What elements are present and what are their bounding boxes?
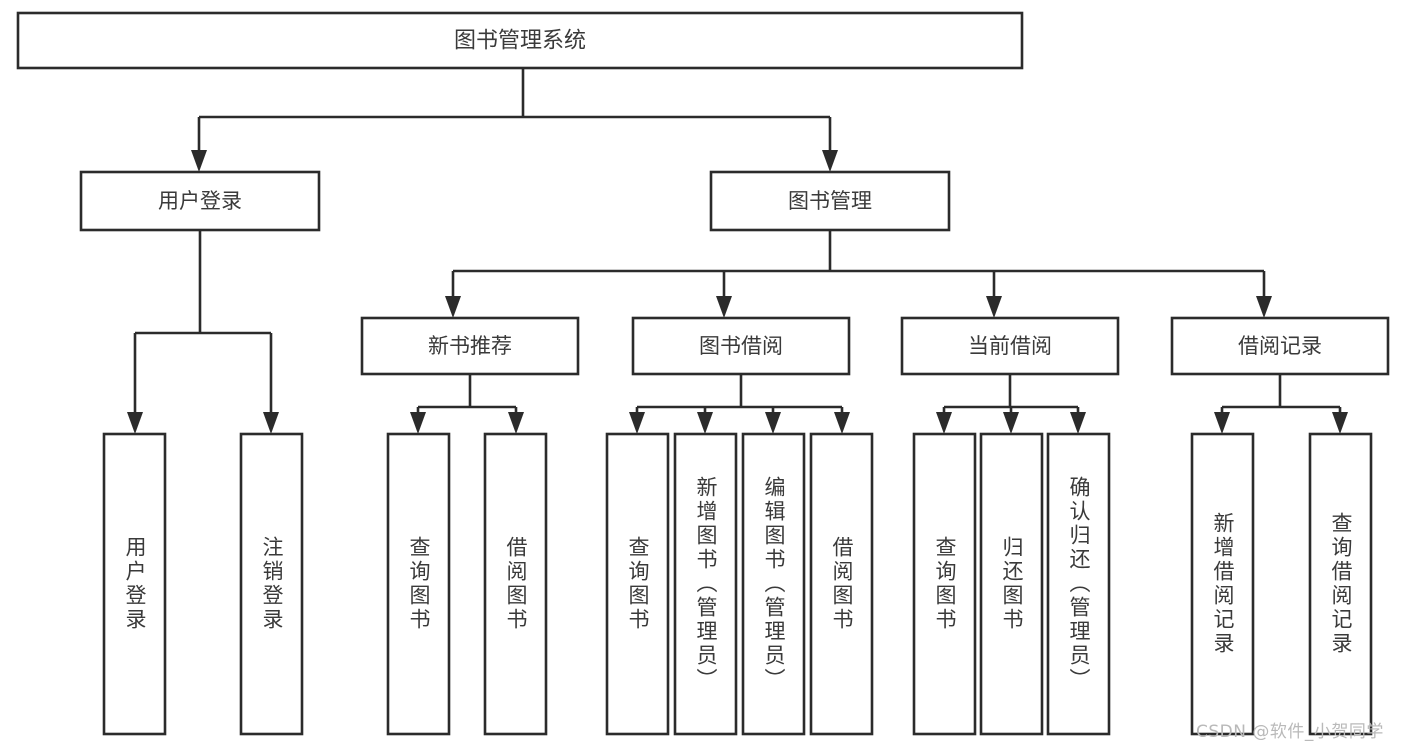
node-box-root[interactable]: [16, 11, 1024, 70]
node-label-new-book-rec: 新书推荐: [428, 334, 512, 358]
arrow-head-icon: [1214, 412, 1230, 434]
conn-newbook-split: [410, 374, 524, 434]
connector-layer: [127, 68, 1348, 434]
node-label-book-manage: 图书管理: [788, 189, 872, 213]
node-box-leaf-query-record[interactable]: [1308, 432, 1373, 736]
conn-manage-split: [445, 230, 1272, 318]
node-box-leaf-borrow-book-2[interactable]: [809, 432, 874, 736]
node-box-leaf-query-book-1[interactable]: [386, 432, 451, 736]
node-box-leaf-edit-book[interactable]: [741, 432, 806, 736]
node-label-borrow-record: 借阅记录: [1238, 334, 1322, 358]
arrow-head-icon: [410, 412, 426, 434]
node-box-leaf-borrow-book-1[interactable]: [483, 432, 548, 736]
node-box-new-book-rec[interactable]: [360, 316, 580, 376]
node-box-leaf-user-logout[interactable]: [239, 432, 304, 736]
node-box-current-borrow[interactable]: [900, 316, 1120, 376]
node-box-borrow-record[interactable]: [1170, 316, 1390, 376]
node-box-leaf-add-book[interactable]: [673, 432, 738, 736]
arrow-head-icon: [697, 412, 713, 434]
node-box-user-login[interactable]: [79, 170, 321, 232]
node-box-leaf-query-book-2[interactable]: [605, 432, 670, 736]
conn-borrow-split: [629, 374, 850, 434]
arrow-head-icon: [765, 412, 781, 434]
node-box-layer: [16, 11, 1390, 736]
conn-current-split: [936, 374, 1086, 434]
node-box-leaf-return-book[interactable]: [979, 432, 1044, 736]
arrow-head-icon: [1003, 412, 1019, 434]
node-box-book-manage[interactable]: [709, 170, 951, 232]
arrow-head-icon: [834, 412, 850, 434]
arrow-head-icon: [936, 412, 952, 434]
arrow-head-icon: [1332, 412, 1348, 434]
node-label-user-login: 用户登录: [158, 189, 242, 213]
arrow-head-icon: [508, 412, 524, 434]
node-label-current-borrow: 当前借阅: [968, 334, 1052, 358]
conn-root-split: [191, 68, 838, 172]
arrow-head-icon: [445, 296, 461, 318]
node-box-leaf-confirm-return[interactable]: [1046, 432, 1111, 736]
arrow-head-icon: [629, 412, 645, 434]
arrow-head-icon: [127, 412, 143, 434]
node-box-book-borrow[interactable]: [631, 316, 851, 376]
arrow-head-icon: [716, 296, 732, 318]
conn-record-split: [1214, 374, 1348, 434]
node-box-leaf-query-book-3[interactable]: [912, 432, 977, 736]
arrow-head-icon: [822, 150, 838, 172]
node-box-leaf-add-record[interactable]: [1190, 432, 1255, 736]
arrow-head-icon: [191, 150, 207, 172]
arrow-head-icon: [986, 296, 1002, 318]
node-box-leaf-user-login[interactable]: [102, 432, 167, 736]
arrow-head-icon: [263, 412, 279, 434]
conn-login-split: [127, 230, 279, 434]
node-label-root: 图书管理系统: [454, 29, 586, 54]
node-label-book-borrow: 图书借阅: [699, 334, 783, 358]
arrow-head-icon: [1070, 412, 1086, 434]
csdn-watermark: CSDN @软件_小贺同学: [1196, 722, 1384, 742]
arrow-head-icon: [1256, 296, 1272, 318]
